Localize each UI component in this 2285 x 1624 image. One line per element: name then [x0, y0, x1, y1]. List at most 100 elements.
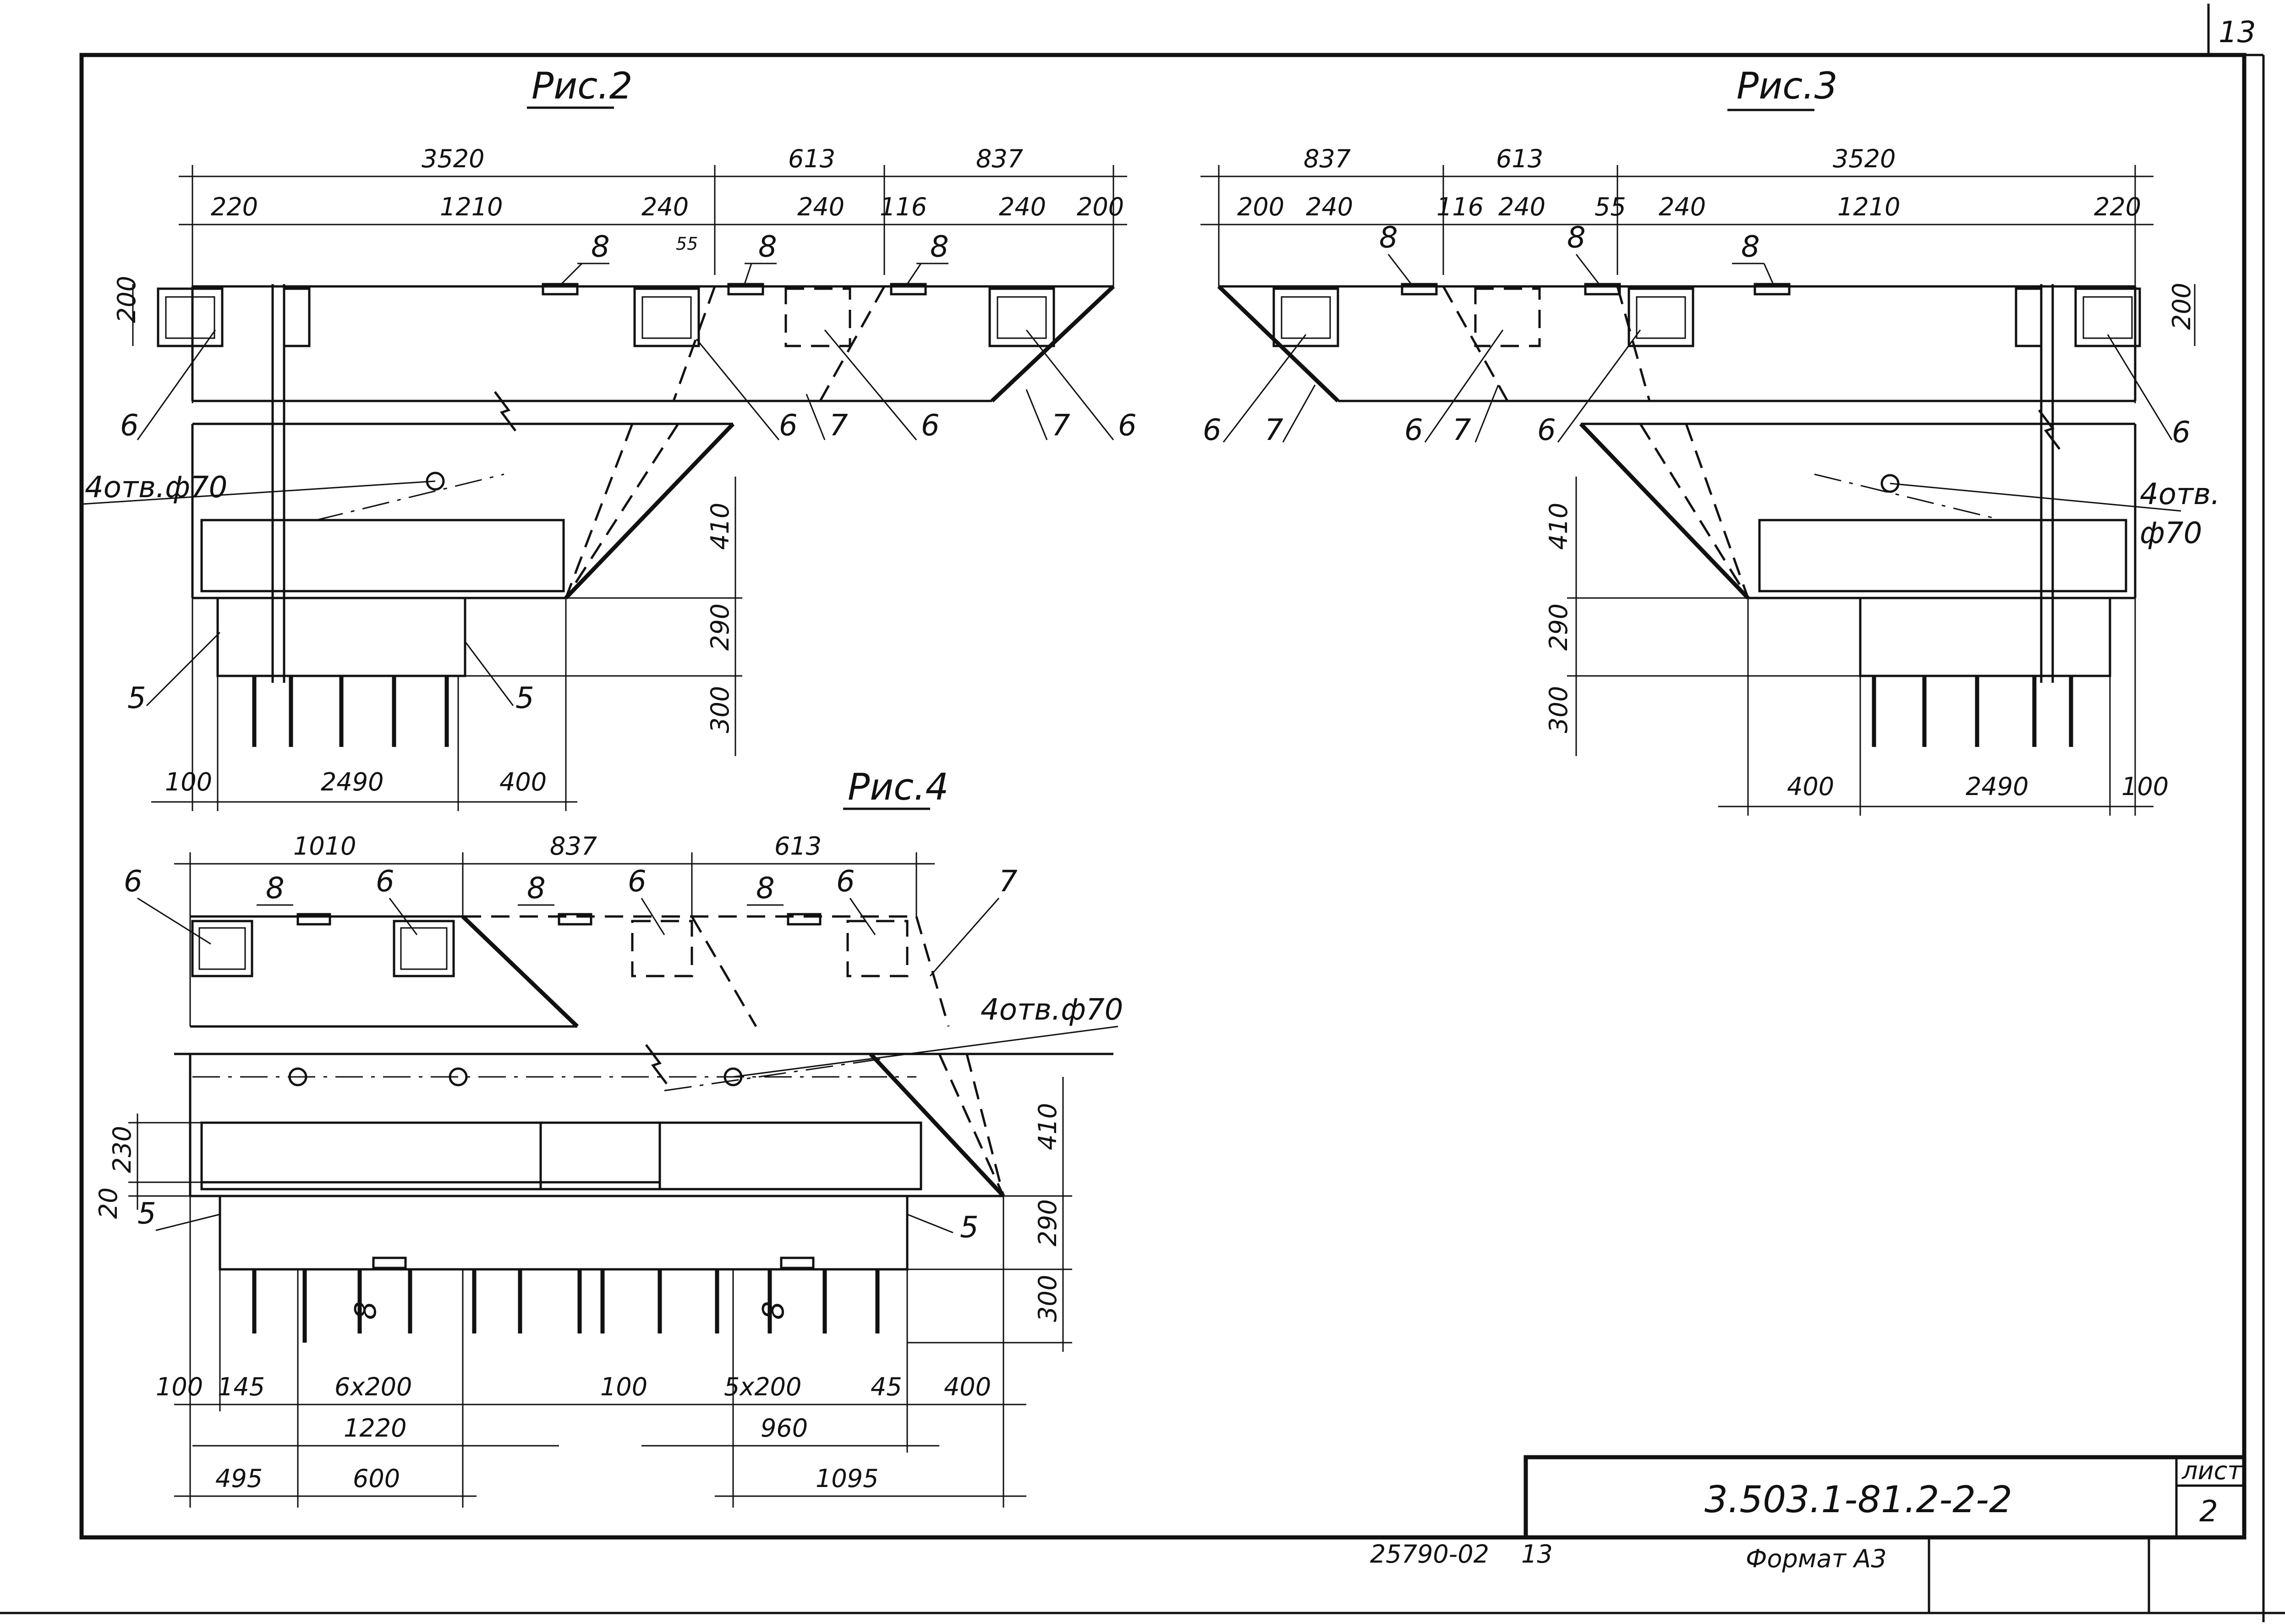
fig2-dim-240b: 240	[797, 192, 844, 221]
fig4-elev-hidden-2	[965, 1053, 1005, 1196]
fig4-dim-100a: 100	[156, 1372, 203, 1401]
fig3-leader-8a	[1387, 254, 1412, 285]
fig4-label-7: 7	[999, 865, 1018, 899]
fig2-break-mark	[494, 391, 516, 432]
fig2-leader-6-left	[137, 329, 216, 440]
fig4-cage-1	[191, 920, 253, 977]
fig3-label-7b: 7	[1452, 413, 1471, 447]
fig3-label-6d: 6	[2172, 416, 2191, 450]
fig2-hidden-line-2	[819, 285, 886, 402]
fig2-hidden-line-1	[672, 286, 716, 401]
fig4-dim-1095: 1095	[816, 1464, 878, 1493]
fig3-leader-6c	[1557, 329, 1641, 443]
fig3-dim-400: 400	[1787, 772, 1834, 801]
fig4-label-8a: 8	[266, 872, 285, 905]
fig3-hole-note-2: ф70	[2140, 516, 2202, 550]
fig3-grillage	[1859, 597, 2111, 677]
fig2-leader-6c	[1025, 329, 1114, 440]
fig3-dim-100: 100	[2121, 772, 2169, 801]
fig2-cap-block	[200, 519, 565, 593]
fig2-label-5-right: 5	[515, 681, 534, 715]
fig4-label-5-right: 5	[960, 1211, 979, 1245]
sheet-number: 2	[2199, 1495, 2218, 1529]
fig4-dim-300: 300	[1033, 1275, 1062, 1322]
fig3-label-6b: 6	[1404, 413, 1423, 447]
fig3-cage-3	[1627, 287, 1694, 347]
fig2-elev-hidden-1	[564, 423, 679, 599]
fig2-cage-1	[157, 287, 224, 347]
fig3-leader-8c	[1763, 263, 1774, 285]
fig4-hole-1	[288, 1067, 307, 1086]
fig3-leader-7a	[1282, 384, 1316, 443]
fig3-leader-8b	[1575, 254, 1600, 285]
fig4-hidden-2	[915, 916, 950, 1027]
inventory-number: 25790-02	[1370, 1540, 1489, 1569]
title-block-box	[1523, 1455, 2247, 1540]
fig4-leader-6c	[641, 898, 665, 935]
figure-4: Рис.4 1010 837 613 6 6 6 6 7 8	[94, 766, 1123, 1508]
fig4-dim-230: 230	[108, 1126, 137, 1173]
fig4-dim-5x200: 5x200	[724, 1372, 801, 1401]
fig2-axis-line	[316, 473, 504, 521]
fig2-leader-7a	[806, 394, 826, 440]
fig3-hole	[1880, 474, 1900, 493]
fig4-dim-837: 837	[550, 832, 597, 861]
fig3-hole-leader	[1890, 483, 2181, 512]
fig3-label-6a: 6	[1203, 413, 1222, 447]
fig3-dim-2490: 2490	[1966, 772, 2028, 801]
fig2-plate-2	[727, 283, 764, 296]
fig3-beam-end-slope	[1217, 285, 1340, 403]
fig4-leader-6a	[137, 897, 211, 945]
fig3-break-mark	[2038, 409, 2060, 450]
fig2-label-5-left: 5	[127, 681, 146, 715]
fig3-cage-1-inner	[1281, 296, 1331, 339]
fig2-label-7a: 7	[829, 409, 848, 443]
fig4-axis-line-2	[664, 1058, 885, 1092]
format-label: Формат А3	[1746, 1544, 1887, 1573]
fig4-break-mark	[645, 1044, 668, 1085]
fig4-label-6b: 6	[376, 865, 395, 899]
fig4-dim-410: 410	[1033, 1103, 1062, 1150]
fig3-dim-116: 116	[1436, 192, 1484, 221]
fig2-grillage	[216, 597, 466, 677]
fig3-dim-410: 410	[1544, 503, 1573, 550]
fig3-hidden-line-2	[1616, 286, 1651, 401]
figure-3: Рис.3 837 613 3520 200 240 116 240 55 24…	[1200, 65, 2220, 816]
fig2-dim-400: 400	[499, 768, 547, 796]
fig4-dim-613: 613	[774, 832, 822, 861]
fig2-dim-290: 290	[706, 604, 734, 651]
fig3-dim-837: 837	[1304, 144, 1351, 173]
fig2-dim-410: 410	[706, 503, 734, 550]
fig4-plate-2	[558, 913, 592, 926]
fig2-cage-5-inner	[997, 296, 1047, 339]
fig3-dim-290: 290	[1544, 604, 1573, 651]
fig4-dim-400: 400	[944, 1372, 991, 1401]
fig4-label-8c: 8	[756, 872, 775, 905]
fig4-leader-7	[929, 898, 1000, 977]
fig2-label-8a: 8	[591, 230, 610, 264]
page-number: 13	[2219, 16, 2256, 49]
fig2-label-6c: 6	[1118, 409, 1137, 443]
fig4-cage-2-inner	[400, 927, 448, 970]
fig2-cage-4	[784, 287, 851, 347]
fig4-dim-495: 495	[215, 1464, 263, 1493]
fig3-title: Рис.3	[1737, 65, 1838, 107]
fig4-label-6a: 6	[124, 865, 142, 899]
fig4-label-6d: 6	[836, 865, 855, 899]
fig2-dim-1210: 1210	[440, 192, 503, 221]
fig2-cage-3	[633, 287, 700, 347]
fig3-dim-1210: 1210	[1837, 192, 1900, 221]
fig2-dim-613: 613	[788, 144, 835, 173]
fig3-label-8c: 8	[1741, 230, 1760, 264]
fig3-plate-1	[1401, 283, 1438, 296]
fig4-cage-4	[846, 920, 909, 977]
fig2-leader-6b	[824, 329, 917, 440]
fig2-dim-240a: 240	[641, 192, 689, 221]
fig2-leader-5-left	[146, 631, 221, 707]
fig3-cage-5	[2074, 287, 2141, 347]
fig3-dim-side-200: 200	[2167, 283, 2196, 330]
fig2-elev-slope	[564, 422, 735, 600]
fig4-hole-note: 4отв.ф70	[981, 993, 1123, 1027]
fig2-dim-220: 220	[211, 192, 258, 221]
fig4-label-5-left: 5	[137, 1197, 156, 1231]
